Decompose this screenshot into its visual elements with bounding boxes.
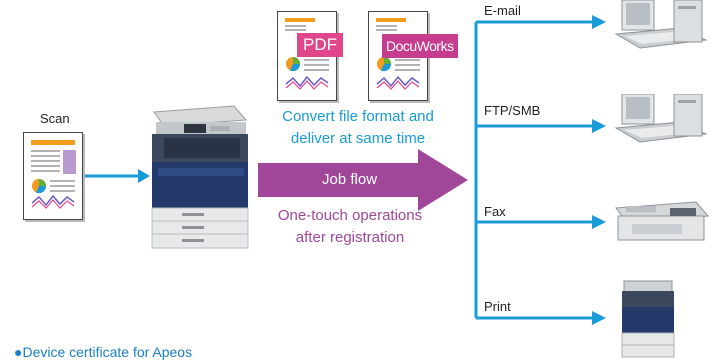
scan-arrow-head [138,169,150,183]
destination-print-label: Print [484,299,511,314]
ftp-arrow-head [592,119,606,133]
docuworks-badge: DocuWorks [382,34,458,58]
job-flow-arrow [258,149,468,211]
multifunction-device-icon [151,105,249,249]
convert-caption: Convert file format and deliver at same … [268,106,448,150]
pdf-content-icon [285,18,329,90]
email-arrow-head [592,15,606,29]
scanned-document-icon [23,132,83,220]
pdf-badge: PDF [297,33,343,57]
computer-icon [614,0,708,49]
fax-arrow-head [592,215,606,229]
operations-caption-line-2: after registration [295,229,405,246]
docuworks-content-icon [376,18,420,90]
operations-caption-line-1: One-touch operations [277,207,423,224]
printer-icon [621,280,675,358]
document-content-icon [31,140,76,209]
computer-icon [614,94,708,143]
convert-caption-line-1: Convert file format and [282,108,434,125]
operations-caption: One-touch operations after registration [255,205,445,249]
print-arrow-head [592,311,606,325]
destination-fax-label: Fax [484,204,506,219]
destination-email-label: E-mail [484,3,521,18]
footnote: ●Device certificate for Apeos [14,344,193,360]
convert-caption-line-2: deliver at same time [290,130,426,147]
destination-ftp-label: FTP/SMB [484,103,541,118]
scan-label: Scan [40,111,70,126]
fax-icon [615,201,710,241]
job-flow-label: Job flow [322,171,378,188]
